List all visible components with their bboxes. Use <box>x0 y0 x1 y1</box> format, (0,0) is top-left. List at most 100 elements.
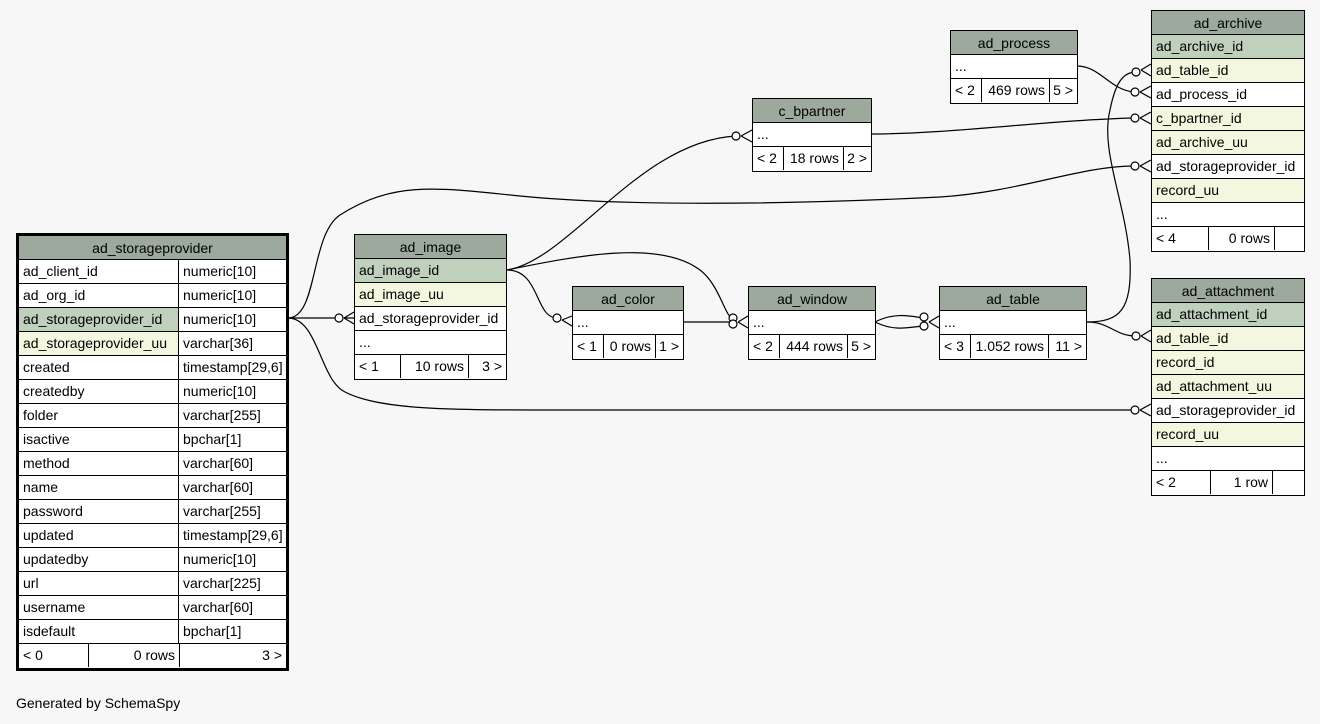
parents-link[interactable]: < 2 <box>757 150 777 166</box>
table-c-bpartner[interactable]: c_bpartner ... < 2 18 rows 2 > <box>752 98 872 172</box>
table-footer: < 1 10 rows 3 > <box>355 355 506 379</box>
table-title[interactable]: ad_attachment <box>1152 279 1304 303</box>
column-name: folder <box>19 404 179 427</box>
column-name: ad_org_id <box>19 284 179 307</box>
parents-link[interactable]: < 2 <box>1156 474 1176 490</box>
fk-column: ad_storageprovider_id <box>1152 399 1304 423</box>
column-type: bpchar[1] <box>179 428 286 451</box>
generated-by-credit: Generated by SchemaSpy <box>16 695 181 711</box>
table-ad-window[interactable]: ad_window ... < 2 444 rows 5 > <box>748 286 876 360</box>
table-title[interactable]: ad_archive <box>1152 11 1304 35</box>
parents-link[interactable]: < 0 <box>23 647 43 663</box>
more-columns: ... <box>1152 203 1304 227</box>
parents-link[interactable]: < 2 <box>753 338 773 354</box>
column-type: bpchar[1] <box>179 620 286 643</box>
table-title[interactable]: ad_storageprovider <box>19 236 286 260</box>
column-type: varchar[60] <box>179 452 286 475</box>
table-title[interactable]: ad_image <box>355 235 506 259</box>
more-columns: ... <box>355 331 506 355</box>
children-link[interactable]: 5 > <box>1049 79 1077 102</box>
row-count: 0 rows <box>1208 227 1274 250</box>
parents-link[interactable]: < 1 <box>359 358 379 374</box>
column-type: varchar[255] <box>179 404 286 427</box>
row-count: 0 rows <box>603 335 655 358</box>
children-link[interactable] <box>1274 227 1304 250</box>
table-footer: < 1 0 rows 1 > <box>573 335 683 359</box>
table-footer: < 3 1.052 rows 11 > <box>940 335 1086 359</box>
row-count: 1 row <box>1210 471 1272 494</box>
children-link[interactable]: 11 > <box>1048 335 1086 358</box>
table-title[interactable]: ad_window <box>749 287 875 311</box>
table-title[interactable]: ad_color <box>573 287 683 311</box>
column: record_uu <box>1152 423 1304 447</box>
column: record_id <box>1152 351 1304 375</box>
column-name: url <box>19 572 179 595</box>
edge-process-archive <box>1076 65 1135 93</box>
column-name: method <box>19 452 179 475</box>
column-name: ad_storageprovider_id <box>19 308 179 331</box>
column: ad_attachment_uu <box>1152 375 1304 399</box>
table-footer: < 2 18 rows 2 > <box>753 147 871 171</box>
fk-column: ad_storageprovider_id <box>1152 155 1304 179</box>
more-columns: ... <box>749 311 875 335</box>
children-link[interactable]: 3 > <box>179 644 286 667</box>
table-title[interactable]: ad_process <box>951 31 1077 55</box>
table-title[interactable]: c_bpartner <box>753 99 871 123</box>
column: ad_archive_uu <box>1152 131 1304 155</box>
parents-link[interactable]: < 1 <box>577 338 597 354</box>
table-ad-archive[interactable]: ad_archive ad_archive_id ad_table_id ad_… <box>1151 10 1305 252</box>
children-link[interactable]: 1 > <box>655 335 683 358</box>
column: ad_image_uu <box>355 283 506 307</box>
table-title[interactable]: ad_table <box>940 287 1086 311</box>
parents-link[interactable]: < 4 <box>1156 230 1176 246</box>
more-columns: ... <box>951 55 1077 79</box>
column-name: isdefault <box>19 620 179 643</box>
row-count: 1.052 rows <box>970 335 1048 358</box>
edge-image-bpartner <box>506 135 738 271</box>
row-count: 10 rows <box>400 355 468 378</box>
table-footer: < 2 444 rows 5 > <box>749 335 875 359</box>
parents-link[interactable]: < 3 <box>944 338 964 354</box>
parents-link[interactable]: < 2 <box>955 82 975 98</box>
more-columns: ... <box>573 311 683 335</box>
column-type: varchar[60] <box>179 596 286 619</box>
pk-column: ad_archive_id <box>1152 35 1304 59</box>
column-type: timestamp[29,6] <box>179 524 286 547</box>
pk-column: ad_attachment_id <box>1152 303 1304 327</box>
children-link[interactable] <box>1272 471 1304 494</box>
row-count: 18 rows <box>783 147 843 170</box>
table-ad-image[interactable]: ad_image ad_image_id ad_image_uu ad_stor… <box>354 234 507 380</box>
table-ad-table[interactable]: ad_table ... < 3 1.052 rows 11 > <box>939 286 1087 360</box>
table-ad-attachment[interactable]: ad_attachment ad_attachment_id ad_table_… <box>1151 278 1305 496</box>
column-type: varchar[225] <box>179 572 286 595</box>
column-type: numeric[10] <box>179 308 286 331</box>
more-columns: ... <box>753 123 871 147</box>
table-ad-process[interactable]: ad_process ... < 2 469 rows 5 > <box>950 30 1078 104</box>
table-ad-color[interactable]: ad_color ... < 1 0 rows 1 > <box>572 286 684 360</box>
edge-table-archive <box>1086 71 1137 323</box>
more-columns: ... <box>940 311 1086 335</box>
children-link[interactable]: 5 > <box>847 335 875 358</box>
children-link[interactable]: 3 > <box>468 355 506 378</box>
edge-window-table-b <box>874 321 924 329</box>
children-link[interactable]: 2 > <box>843 147 871 170</box>
fk-column: ad_table_id <box>1152 327 1304 351</box>
column-type: timestamp[29,6] <box>179 356 286 379</box>
column-type: numeric[10] <box>179 284 286 307</box>
fk-column: ad_process_id <box>1152 83 1304 107</box>
